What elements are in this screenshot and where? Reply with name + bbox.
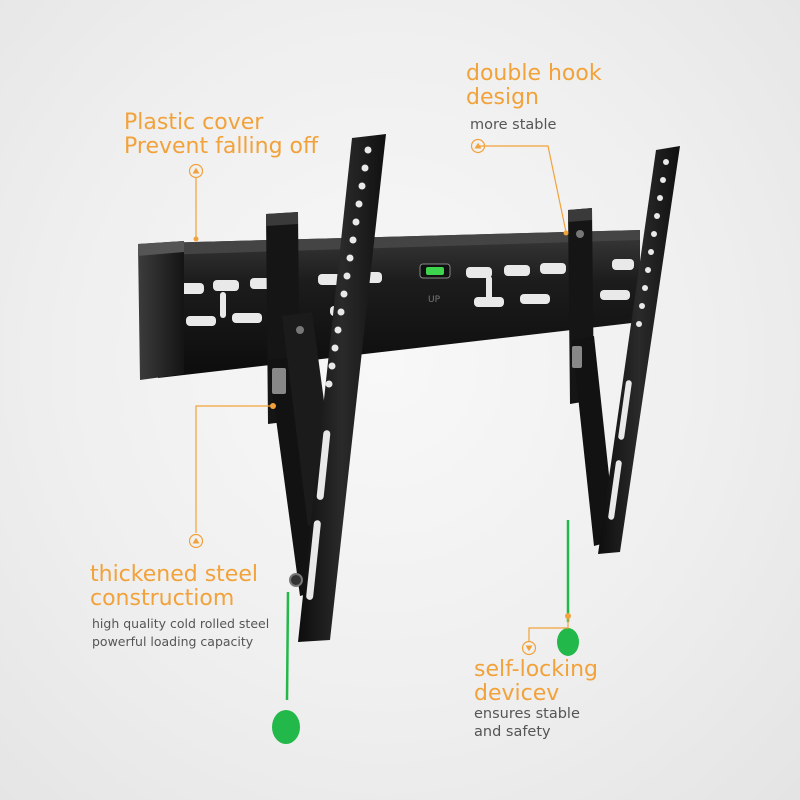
plastic-cover-callout: Plastic cover Prevent falling off <box>124 111 318 159</box>
thickened-steel-callout: thickened steel constructiom <box>90 563 258 611</box>
right-pull-cord <box>557 520 579 656</box>
callout-title: devicev <box>474 681 560 706</box>
steel-marker-icon <box>188 533 204 549</box>
bubble-level-icon <box>419 263 451 279</box>
self-locking-subtitle: ensures stable and safety <box>474 705 580 741</box>
callout-subtitle: and safety <box>474 724 551 740</box>
callout-subtitle: high quality cold rolled steel <box>92 616 270 631</box>
callout-title: Prevent falling off <box>124 134 319 159</box>
left-pull-cord <box>272 591 300 744</box>
plastic-end-cap <box>138 241 184 380</box>
callout-subtitle: ensures stable <box>474 706 580 722</box>
hook-marker-icon <box>470 138 486 154</box>
plastic-cover-marker-icon <box>188 163 204 179</box>
lock-marker-icon <box>521 640 537 656</box>
callout-title: double hook <box>466 61 602 86</box>
callout-title: thickened steel <box>90 562 258 587</box>
pull-cord-handle-icon <box>272 710 300 744</box>
callout-title: self-locking <box>474 657 599 682</box>
right-tilt-arm <box>598 146 680 554</box>
self-locking-callout: self-locking devicev <box>474 658 598 706</box>
double-hook-callout: double hook design <box>466 62 602 110</box>
wall-rail: UP <box>158 230 640 378</box>
right-hook-bracket <box>568 208 616 546</box>
level-label: UP <box>428 295 441 305</box>
pull-cord-handle-icon <box>557 628 579 656</box>
callout-title: Plastic cover <box>124 110 264 135</box>
double-hook-subtitle: more stable <box>470 117 557 133</box>
callout-title: design <box>466 85 539 110</box>
callout-subtitle: powerful loading capacity <box>92 634 254 649</box>
callout-leaders <box>195 145 569 641</box>
thickened-steel-subtitle: high quality cold rolled steel powerful … <box>92 615 269 651</box>
left-tilt-arm <box>298 134 386 642</box>
callout-title: constructiom <box>90 586 235 611</box>
